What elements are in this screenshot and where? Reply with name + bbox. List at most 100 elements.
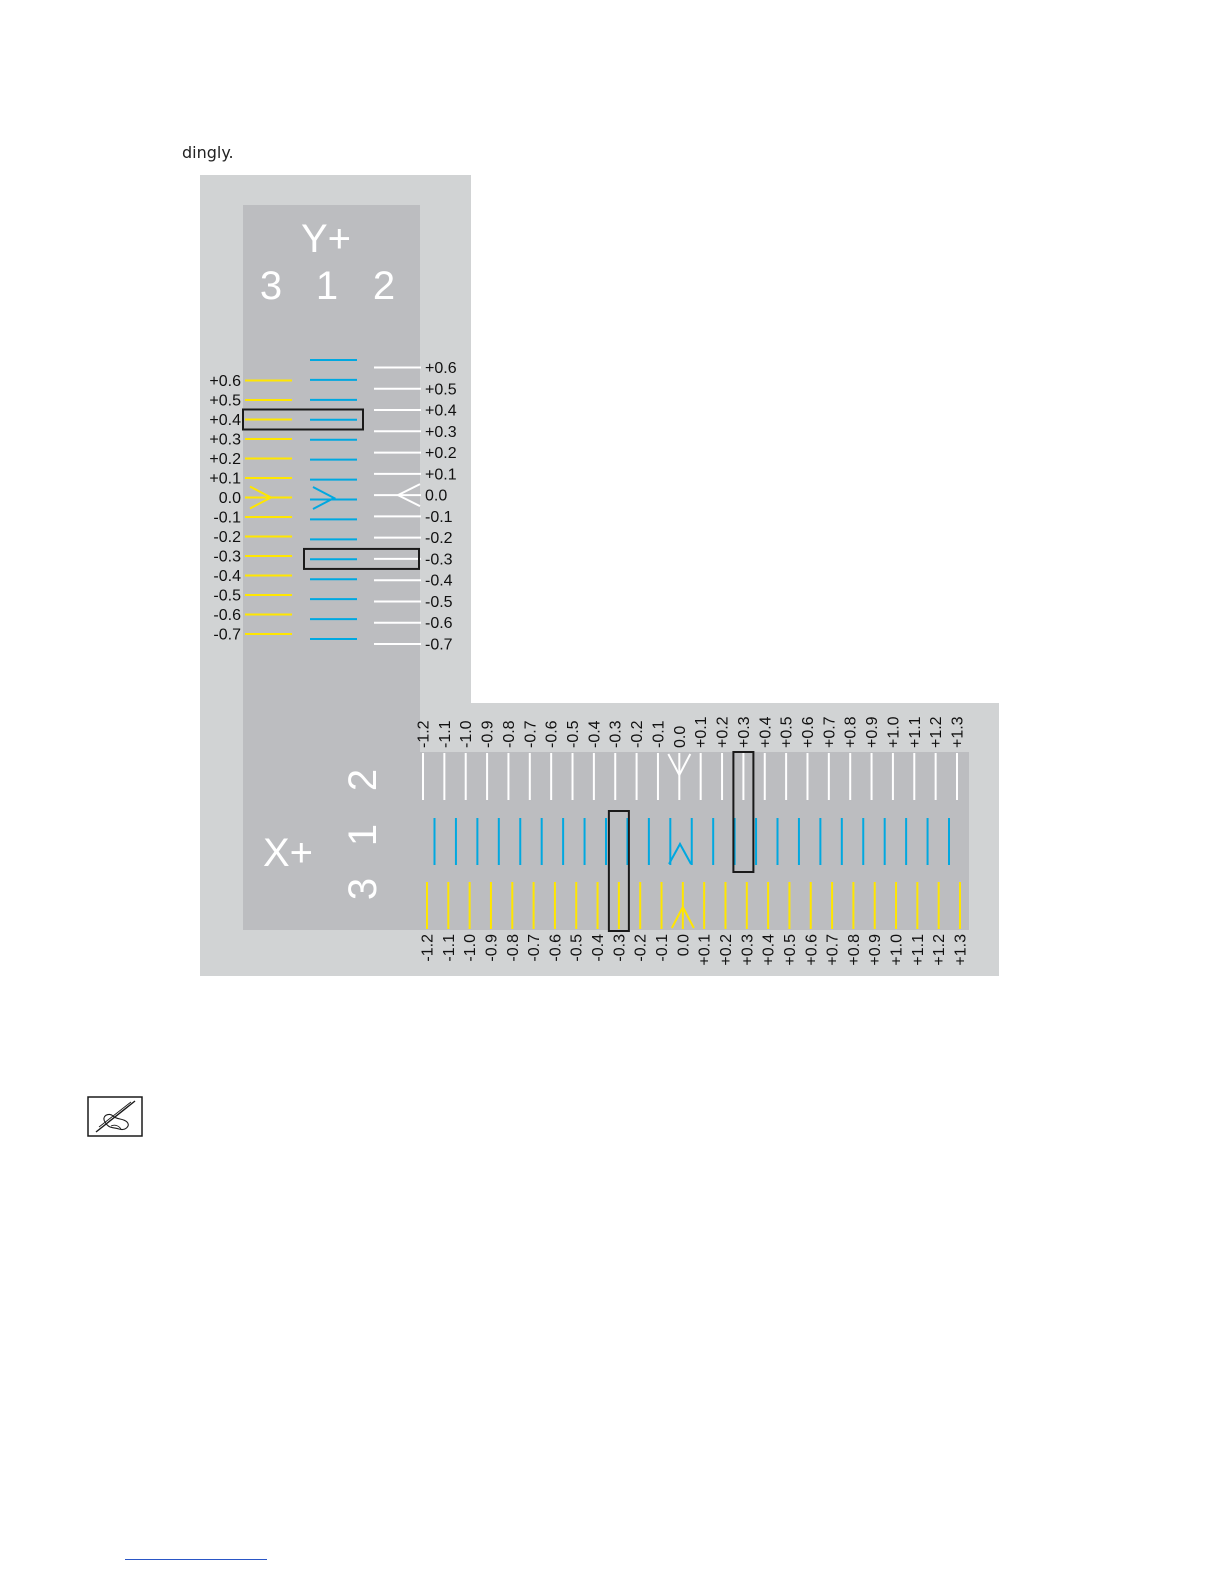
x-bottom-offset-label: -0.5 [569,934,586,962]
y-column-label-3: 3 [260,264,282,308]
y-right-offset-label: -0.5 [425,594,453,611]
pencil-hand-note-icon [87,1096,143,1137]
y-left-offset-label: +0.3 [209,432,241,449]
y-highlight-box-col3 [242,408,364,431]
x-bottom-offset-label: -0.7 [526,934,543,962]
x-bottom-offset-label: +1.0 [889,934,906,966]
x-top-offset-label: +1.3 [950,716,967,748]
x-top-offset-label: +0.2 [715,716,732,748]
x-top-offset-label: -1.2 [416,720,433,748]
y-highlight-box-col2 [303,547,420,570]
x-top-offset-label: +0.8 [843,716,860,748]
inner-panel [243,205,969,930]
x-top-offset-label: +0.7 [821,716,838,748]
x-top-offset-label: -0.5 [565,720,582,748]
x-top-offset-label: +0.9 [864,716,881,748]
x-bottom-offset-label: -1.1 [441,934,458,962]
x-column-label-1: 1 [341,824,385,846]
y-right-offset-label: -0.7 [425,637,453,654]
y-column-label-2: 2 [373,264,395,308]
x-top-offset-label: -0.2 [629,720,646,748]
x-bottom-offset-label: +0.5 [782,934,799,966]
y-left-offset-label: -0.1 [213,510,241,527]
x-top-offset-label: +1.2 [928,716,945,748]
y-zero-marker-col1 [312,486,337,510]
y-left-offset-label: +0.2 [209,451,241,468]
x-bottom-offset-label: +0.9 [867,934,884,966]
x-top-offset-label: +0.4 [757,716,774,748]
x-top-offset-label: -0.6 [544,720,561,748]
y-left-offset-label: 0.0 [219,490,241,507]
y-right-offset-label: +0.2 [425,445,457,462]
x-zero-marker-col1 [668,841,692,865]
x-bottom-offset-label: +0.3 [739,934,756,966]
x-highlight-box-col2 [732,751,755,873]
pattern-lines-and-labels: +0.6+0.5+0.4+0.3+0.2+0.10.0-0.1-0.2-0.3-… [209,359,970,966]
x-top-offset-label: -0.8 [501,720,518,748]
x-bottom-offset-label: -0.1 [654,934,671,962]
y-left-offset-label: +0.4 [209,412,241,429]
x-bottom-offset-label: -0.9 [483,934,500,962]
y-left-offset-label: +0.6 [209,373,241,390]
y-right-offset-label: +0.3 [425,424,457,441]
x-top-offset-label: +1.1 [907,716,924,748]
y-left-offset-label: +0.5 [209,393,241,410]
x-bottom-offset-label: +1.3 [953,934,970,966]
x-bottom-offset-label: -1.2 [420,934,437,962]
footer-rule [125,1559,267,1560]
y-left-offset-label: +0.1 [209,471,241,488]
x-top-offset-label: -0.1 [650,720,667,748]
nozzle-calibration-pattern: Y+ 3 1 2 X+ 2 1 3 +0.6+0.5+0.4+0.3+0.2+0… [200,175,999,976]
y-left-offset-label: -0.2 [213,529,241,546]
x-zero-marker-col3 [670,904,695,929]
y-right-offset-label: -0.2 [425,530,453,547]
y-right-offset-label: +0.4 [425,403,457,420]
y-right-offset-label: -0.6 [425,615,453,632]
x-top-offset-label: +0.3 [736,716,753,748]
x-highlight-box-col3 [607,810,630,932]
y-zero-marker-col2 [395,483,421,508]
y-left-offset-label: -0.4 [213,568,241,585]
y-left-offset-label: -0.3 [213,549,241,566]
x-bottom-offset-label: -0.4 [590,934,607,962]
x-column-label-3: 3 [341,878,385,900]
x-bottom-offset-label: +0.4 [761,934,778,966]
x-bottom-offset-label: -1.0 [462,934,479,962]
x-bottom-offset-label: -0.6 [547,934,564,962]
x-bottom-offset-label: -0.3 [611,934,628,962]
y-right-offset-label: -0.1 [425,509,453,526]
x-top-offset-label: +1.0 [885,716,902,748]
y-axis-label: Y+ [301,217,351,261]
x-column-label-2: 2 [341,769,385,791]
y-right-offset-label: +0.6 [425,360,457,377]
x-top-offset-label: +0.1 [693,716,710,748]
x-bottom-offset-label: +0.8 [846,934,863,966]
y-right-offset-label: -0.4 [425,573,453,590]
x-top-offset-label: -1.0 [458,720,475,748]
x-bottom-offset-label: +0.1 [697,934,714,966]
x-axis-label: X+ [263,831,313,875]
x-bottom-offset-label: +0.6 [803,934,820,966]
y-left-offset-label: -0.6 [213,607,241,624]
x-bottom-offset-label: -0.2 [633,934,650,962]
x-top-offset-label: -0.3 [608,720,625,748]
x-zero-marker-col2 [667,753,692,778]
x-top-offset-label: -1.1 [437,720,454,748]
x-bottom-offset-label: +1.1 [910,934,927,966]
intro-text-fragment: dingly. [182,143,234,162]
y-right-offset-label: 0.0 [425,488,447,505]
x-bottom-offset-label: +1.2 [931,934,948,966]
x-bottom-offset-label: 0.0 [675,934,692,956]
y-right-offset-label: +0.1 [425,466,457,483]
x-top-offset-label: +0.5 [779,716,796,748]
y-column-label-1: 1 [316,264,338,308]
y-left-offset-label: -0.5 [213,588,241,605]
x-top-offset-label: 0.0 [672,726,689,748]
x-top-offset-label: +0.6 [800,716,817,748]
x-bottom-offset-label: +0.2 [718,934,735,966]
x-bottom-offset-label: -0.8 [505,934,522,962]
y-right-offset-label: +0.5 [425,381,457,398]
x-top-offset-label: -0.4 [586,720,603,748]
x-top-offset-label: -0.9 [480,720,497,748]
y-zero-marker-col3 [249,485,274,510]
